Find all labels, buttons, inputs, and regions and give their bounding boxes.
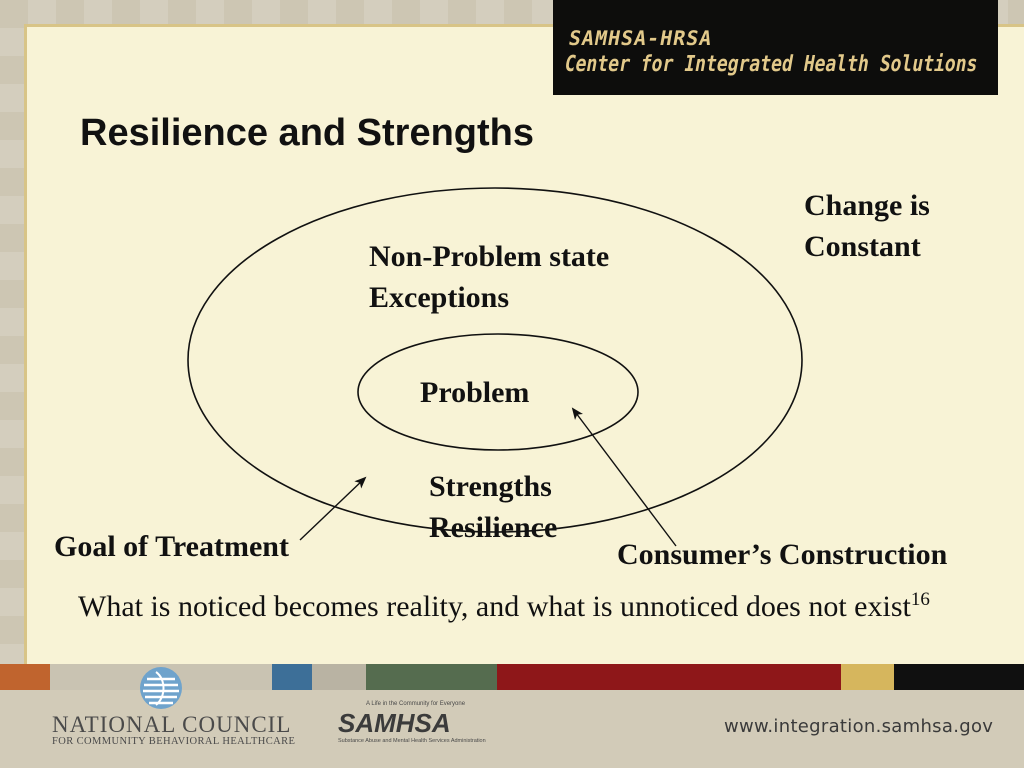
national-council-name: NATIONAL COUNCIL [52,712,292,737]
non-problem-line1: Non-Problem state [369,240,610,273]
caption: What is noticed becomes reality, and wha… [78,580,978,627]
change-line1: Change is [804,189,930,222]
non-problem-line2: Exceptions [369,281,510,314]
footer-stripe-1 [0,664,50,690]
change-label: Change is Constant [804,185,930,267]
header-banner: SAMHSA-HRSA Center for Integrated Health… [553,0,998,95]
footer-stripe-8 [894,664,1024,690]
consumer-construction-label: Consumer’s Construction [617,538,948,571]
slide-title: Resilience and Strengths [80,112,535,154]
goal-of-treatment-label: Goal of Treatment [54,530,289,563]
caption-text: What is noticed becomes reality, and wha… [78,590,911,623]
samhsa-logo: SAMHSA [338,708,451,738]
footer-stripe-5 [366,664,497,690]
problem-label: Problem [420,376,530,409]
website-url: www.integration.samhsa.gov [724,716,994,737]
strengths-line1: Strengths [429,470,552,503]
consumer-arrow [571,407,677,547]
inner-ellipse [357,333,639,451]
non-problem-label: Non-Problem state Exceptions [369,236,609,318]
strengths-line2: Resilience [429,511,558,544]
footer-stripe-7 [841,664,894,690]
samhsa-subtitle: Substance Abuse and Mental Health Servic… [338,738,486,744]
goal-arrow [299,476,367,541]
national-council-subtitle: FOR COMMUNITY BEHAVIORAL HEALTHCARE [52,736,296,747]
footer-stripe-6 [497,664,841,690]
caption-footnote: 16 [910,589,930,610]
footer-stripe-4 [312,664,366,690]
content-frame [24,24,1024,667]
national-council-globe-icon [140,667,182,709]
samhsa-tagline: A Life in the Community for Everyone [366,701,466,707]
change-line2: Constant [804,230,921,263]
outer-ellipse [187,187,803,533]
footer-stripe-3 [272,664,312,690]
strengths-label: Strengths Resilience [429,466,557,548]
